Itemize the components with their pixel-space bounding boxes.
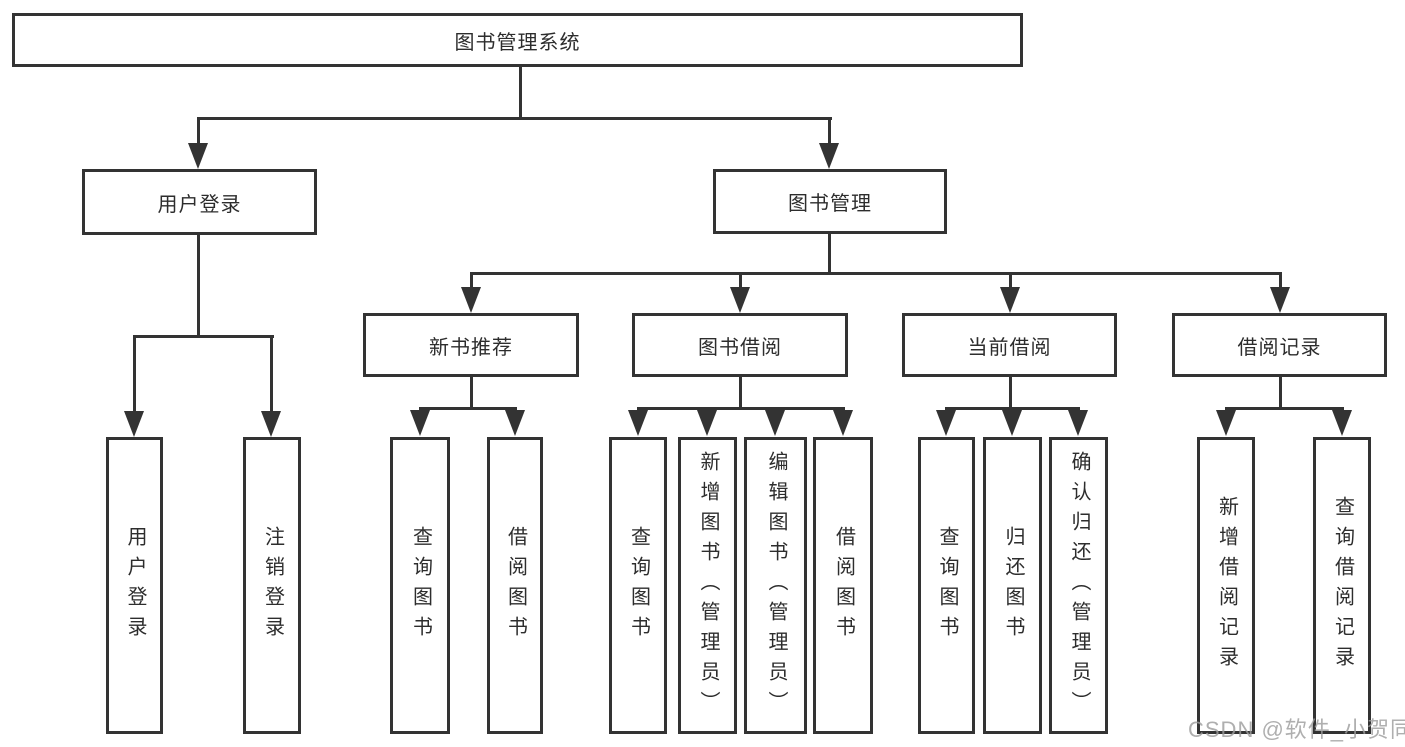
- node-current-borrow-label: 当前借阅: [967, 336, 1052, 359]
- arrow-down-icon: [936, 410, 956, 436]
- arrow-down-icon: [1002, 410, 1022, 436]
- node-current-borrow: 当前借阅: [902, 313, 1117, 377]
- arrow-down-icon: [819, 143, 839, 169]
- arrow-down-icon: [1000, 287, 1020, 313]
- node-root: 图书管理系统: [12, 13, 1023, 67]
- leaf-add-borrow-record: 新增借阅记录: [1197, 437, 1255, 734]
- arrow-down-icon: [1332, 410, 1352, 436]
- leaf-query-book-newbook: 查询图书: [390, 437, 450, 734]
- leaf-add-book-admin-label: 新增图书（管理员）: [697, 450, 719, 721]
- connector: [637, 407, 845, 410]
- leaf-query-book-newbook-label: 查询图书: [409, 525, 432, 646]
- arrow-down-icon: [410, 410, 430, 436]
- node-book-management: 图书管理: [713, 169, 947, 234]
- connector: [270, 338, 273, 413]
- node-user-login: 用户登录: [82, 169, 317, 235]
- connector: [828, 233, 831, 275]
- connector: [133, 335, 274, 338]
- connector: [739, 376, 742, 410]
- connector: [1009, 275, 1012, 289]
- node-new-book-recommend: 新书推荐: [363, 313, 579, 377]
- leaf-add-book-admin: 新增图书（管理员）: [678, 437, 737, 734]
- leaf-edit-book-admin: 编辑图书（管理员）: [744, 437, 807, 734]
- leaf-confirm-return-admin-label: 确认归还（管理员）: [1068, 450, 1090, 721]
- node-book-borrow: 图书借阅: [632, 313, 848, 377]
- arrow-down-icon: [124, 411, 144, 437]
- leaf-user-login-label: 用户登录: [124, 525, 146, 646]
- connector: [945, 407, 1080, 410]
- arrow-down-icon: [1068, 410, 1088, 436]
- connector: [1279, 275, 1282, 289]
- csdn-watermark: CSDN @软件_小贺同学: [1188, 717, 1405, 742]
- arrow-down-icon: [697, 410, 717, 436]
- leaf-borrow-book-borrow-label: 借阅图书: [832, 525, 855, 646]
- connector: [133, 338, 136, 413]
- connector: [197, 234, 200, 338]
- node-user-login-label: 用户登录: [157, 193, 242, 216]
- arrow-down-icon: [730, 287, 750, 313]
- node-book-management-label: 图书管理: [788, 193, 872, 215]
- leaf-confirm-return-admin: 确认归还（管理员）: [1049, 437, 1108, 734]
- arrow-down-icon: [765, 410, 785, 436]
- node-new-book-recommend-label: 新书推荐: [429, 336, 513, 359]
- arrow-down-icon: [461, 287, 481, 313]
- arrow-down-icon: [628, 410, 648, 436]
- leaf-logout: 注销登录: [243, 437, 301, 734]
- leaf-borrow-book-newbook-label: 借阅图书: [504, 525, 527, 646]
- leaf-query-book-current-label: 查询图书: [936, 525, 958, 646]
- arrow-down-icon: [833, 410, 853, 436]
- leaf-add-borrow-record-label: 新增借阅记录: [1215, 495, 1238, 676]
- connector: [470, 272, 1282, 275]
- node-borrow-records-label: 借阅记录: [1237, 336, 1322, 359]
- node-root-label: 图书管理系统: [454, 31, 581, 54]
- arrow-down-icon: [1270, 287, 1290, 313]
- connector: [470, 376, 473, 410]
- arrow-down-icon: [1216, 410, 1236, 436]
- node-borrow-records: 借阅记录: [1172, 313, 1387, 377]
- connector: [1279, 376, 1282, 410]
- connector: [1225, 407, 1344, 410]
- connector: [519, 64, 522, 120]
- leaf-user-login: 用户登录: [106, 437, 163, 734]
- leaf-query-borrow-record: 查询借阅记录: [1313, 437, 1371, 734]
- leaf-edit-book-admin-label: 编辑图书（管理员）: [765, 450, 787, 721]
- node-book-borrow-label: 图书借阅: [698, 336, 782, 359]
- connector: [739, 275, 742, 289]
- arrow-down-icon: [505, 410, 525, 436]
- connector: [197, 120, 200, 145]
- leaf-query-book-borrow: 查询图书: [609, 437, 667, 734]
- connector: [419, 407, 517, 410]
- leaf-borrow-book-borrow: 借阅图书: [813, 437, 873, 734]
- leaf-query-borrow-record-label: 查询借阅记录: [1331, 495, 1354, 676]
- connector: [470, 275, 473, 289]
- leaf-return-book-label: 归还图书: [1002, 525, 1024, 646]
- arrow-down-icon: [188, 143, 208, 169]
- arrow-down-icon: [261, 411, 281, 437]
- leaf-borrow-book-newbook: 借阅图书: [487, 437, 543, 734]
- leaf-query-book-current: 查询图书: [918, 437, 975, 734]
- leaf-logout-label: 注销登录: [261, 525, 284, 646]
- leaf-return-book: 归还图书: [983, 437, 1042, 734]
- leaf-query-book-borrow-label: 查询图书: [627, 525, 650, 646]
- connector: [197, 117, 832, 120]
- connector: [828, 120, 831, 145]
- connector: [1009, 376, 1012, 410]
